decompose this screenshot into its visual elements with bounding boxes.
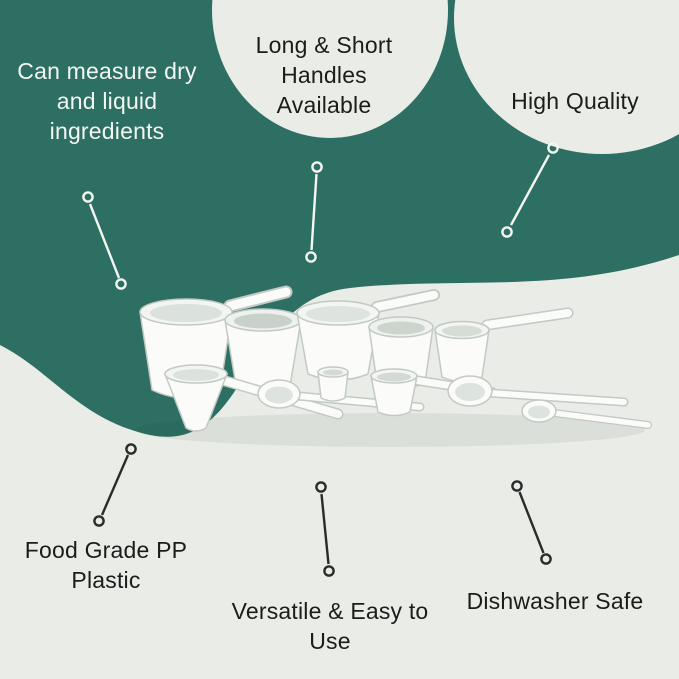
callout-dishwasher: Dishwasher Safe: [466, 588, 644, 614]
connector-top-left: [82, 191, 127, 290]
measuring-cup-2: [224, 308, 302, 393]
callout-food-grade: Food Grade PP Plastic: [24, 537, 188, 593]
callout-dry-liquid: Can measure dry and liquid ingredients: [17, 58, 197, 144]
small-measuring-cylinder: [317, 366, 349, 402]
measuring-cups-photo: [135, 285, 652, 447]
pale-shape-top-right: [454, 0, 679, 154]
callout-handles: Long & Short Handles Available: [255, 32, 393, 118]
pale-shape-top-center: [212, 0, 448, 138]
connector-bottom-left: [93, 443, 137, 527]
product-shadow: [135, 413, 645, 447]
callout-versatile: Versatile & Easy to Use: [231, 598, 429, 654]
measuring-spoon-2: [447, 375, 629, 407]
callout-high-quality: High Quality: [511, 88, 639, 114]
connector-top-right: [501, 142, 559, 238]
connector-bottom-right: [511, 480, 552, 565]
pale-shape-bottom: [0, 255, 679, 679]
connector-bottom-center: [315, 481, 335, 577]
measuring-spoon-3: [521, 399, 652, 429]
measuring-cup-3: [296, 289, 440, 381]
connector-top-center: [305, 161, 323, 263]
